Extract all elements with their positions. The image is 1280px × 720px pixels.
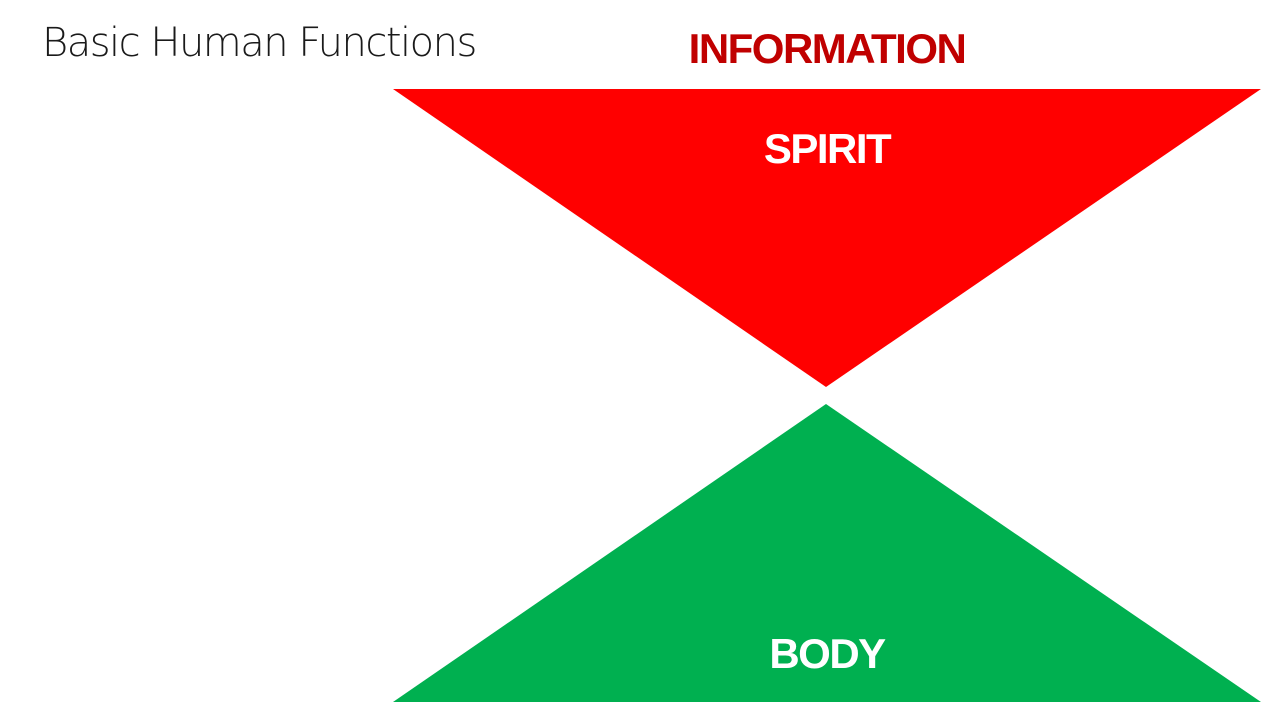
spirit-triangle (393, 89, 1261, 387)
information-label: INFORMATION (688, 25, 967, 72)
body-triangle (393, 404, 1261, 702)
slide-title: Basic Human Functions (42, 20, 477, 66)
spirit-label: SPIRIT (763, 125, 892, 172)
body-label: BODY (769, 630, 886, 677)
